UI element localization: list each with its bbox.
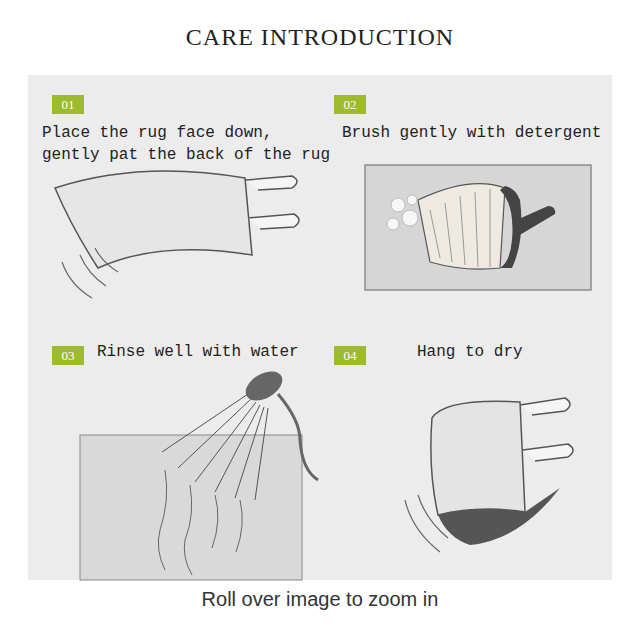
foam-bubble [387, 218, 399, 230]
panel-background [28, 75, 612, 580]
brush-illustration [365, 165, 591, 290]
water-spray [162, 394, 268, 500]
rug-pat-illustration [55, 171, 299, 298]
shower-head [241, 366, 288, 407]
shower-hose [278, 394, 318, 480]
rug-sheet [55, 171, 252, 268]
hand [246, 176, 297, 190]
step-number-badge: 03 [52, 346, 84, 365]
bristle-lines [430, 189, 490, 267]
foam-bubble [391, 198, 405, 212]
step-instruction: Place the rug face down, gently pat the … [42, 122, 334, 166]
step-number-badge: 04 [334, 346, 366, 365]
brush-handle [512, 206, 555, 236]
step-instruction: Brush gently with detergent [342, 122, 614, 144]
rug-rect [80, 435, 302, 580]
rug-rect [365, 165, 591, 290]
step-number: 03 [62, 348, 75, 363]
foam-bubble [407, 195, 417, 205]
motion-line [418, 495, 448, 538]
step-number: 02 [344, 97, 357, 112]
hand [520, 398, 570, 415]
step-number: 04 [344, 348, 357, 363]
step-instruction: Hang to dry [417, 341, 597, 363]
motion-line [95, 248, 118, 272]
step-number-badge: 02 [334, 95, 366, 114]
rug-face [431, 401, 525, 515]
step-instruction: Rinse well with water [97, 341, 337, 363]
zoom-caption: Roll over image to zoom in [0, 588, 640, 611]
hang-illustration [405, 398, 573, 552]
foam-bubble [402, 210, 418, 226]
hand [248, 214, 299, 229]
motion-line [405, 500, 440, 552]
hand [523, 444, 573, 461]
rug-underside [438, 488, 560, 545]
step-number: 01 [62, 97, 75, 112]
diagram-title: CARE INTRODUCTION [0, 24, 640, 51]
step-number-badge: 01 [52, 95, 84, 114]
water-streams [158, 470, 242, 575]
rinse-illustration [80, 366, 318, 580]
motion-line [80, 255, 106, 286]
brush-bristles [418, 184, 505, 270]
